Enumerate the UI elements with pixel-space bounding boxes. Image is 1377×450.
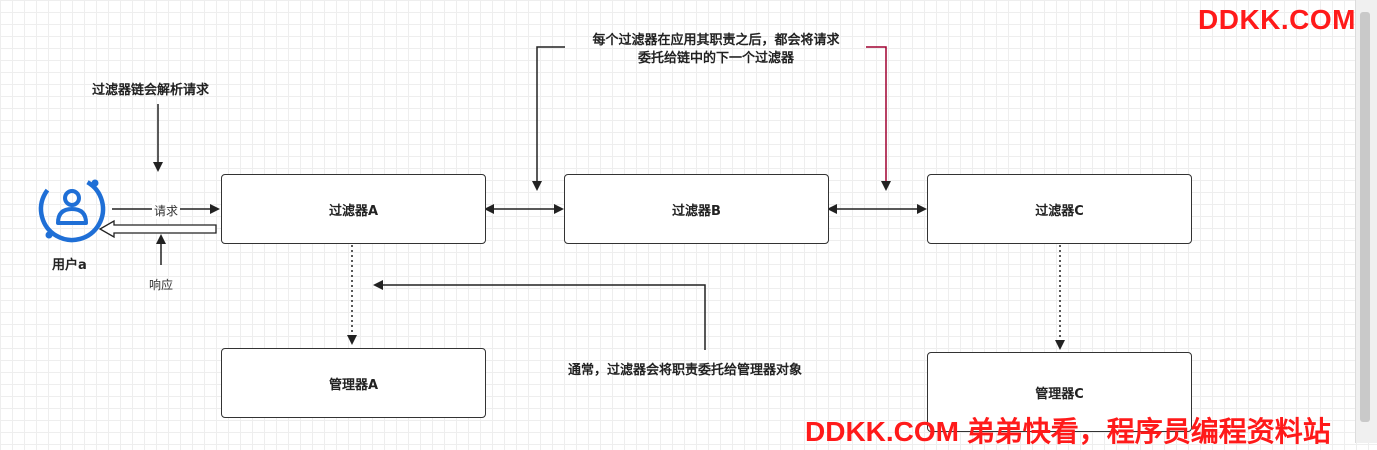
watermark-bottom: DDKK.COM 弟弟快看，程序员编程资料站 (805, 416, 1331, 447)
delegate-manager-arrow (373, 280, 706, 350)
manager-a-label: 管理器A (328, 377, 379, 393)
request-label: 请求 (152, 202, 181, 219)
filter-c-node[interactable]: 过滤器C (927, 174, 1192, 244)
watermark-top: DDKK.COM (1198, 4, 1356, 35)
delegate-next-line-2: 委托给链中的下一个过滤器 (637, 51, 794, 66)
filter-b-node[interactable]: 过滤器B (564, 174, 829, 244)
manager-c-node[interactable]: 管理器C (927, 352, 1192, 432)
user-icon[interactable] (30, 167, 115, 252)
filter-b-label: 过滤器B (672, 203, 721, 219)
response-label: 响应 (149, 278, 174, 292)
chain-parse-note: 过滤器链会解析请求 (92, 83, 210, 98)
vertical-scrollbar-thumb[interactable] (1360, 12, 1370, 422)
delegate-next-note: 每个过滤器在应用其职责之后，都会将请求 委托给链中的下一个过滤器 (567, 32, 865, 68)
manager-a-node[interactable]: 管理器A (221, 348, 486, 418)
filter-c-label: 过滤器C (1035, 203, 1084, 219)
delegate-next-line-1: 每个过滤器在应用其职责之后，都会将请求 (592, 33, 840, 48)
manager-c-label: 管理器C (1035, 386, 1084, 402)
user-label: 用户a (52, 258, 87, 273)
filter-a-label: 过滤器A (328, 203, 379, 219)
delegate-next-arrow-right (866, 46, 891, 191)
delegate-next-arrow-left (532, 46, 565, 191)
response-arrow (98, 219, 217, 239)
filter-a-node[interactable]: 过滤器A (221, 174, 486, 244)
delegate-manager-note: 通常，过滤器会将职责委托给管理器对象 (568, 363, 803, 378)
